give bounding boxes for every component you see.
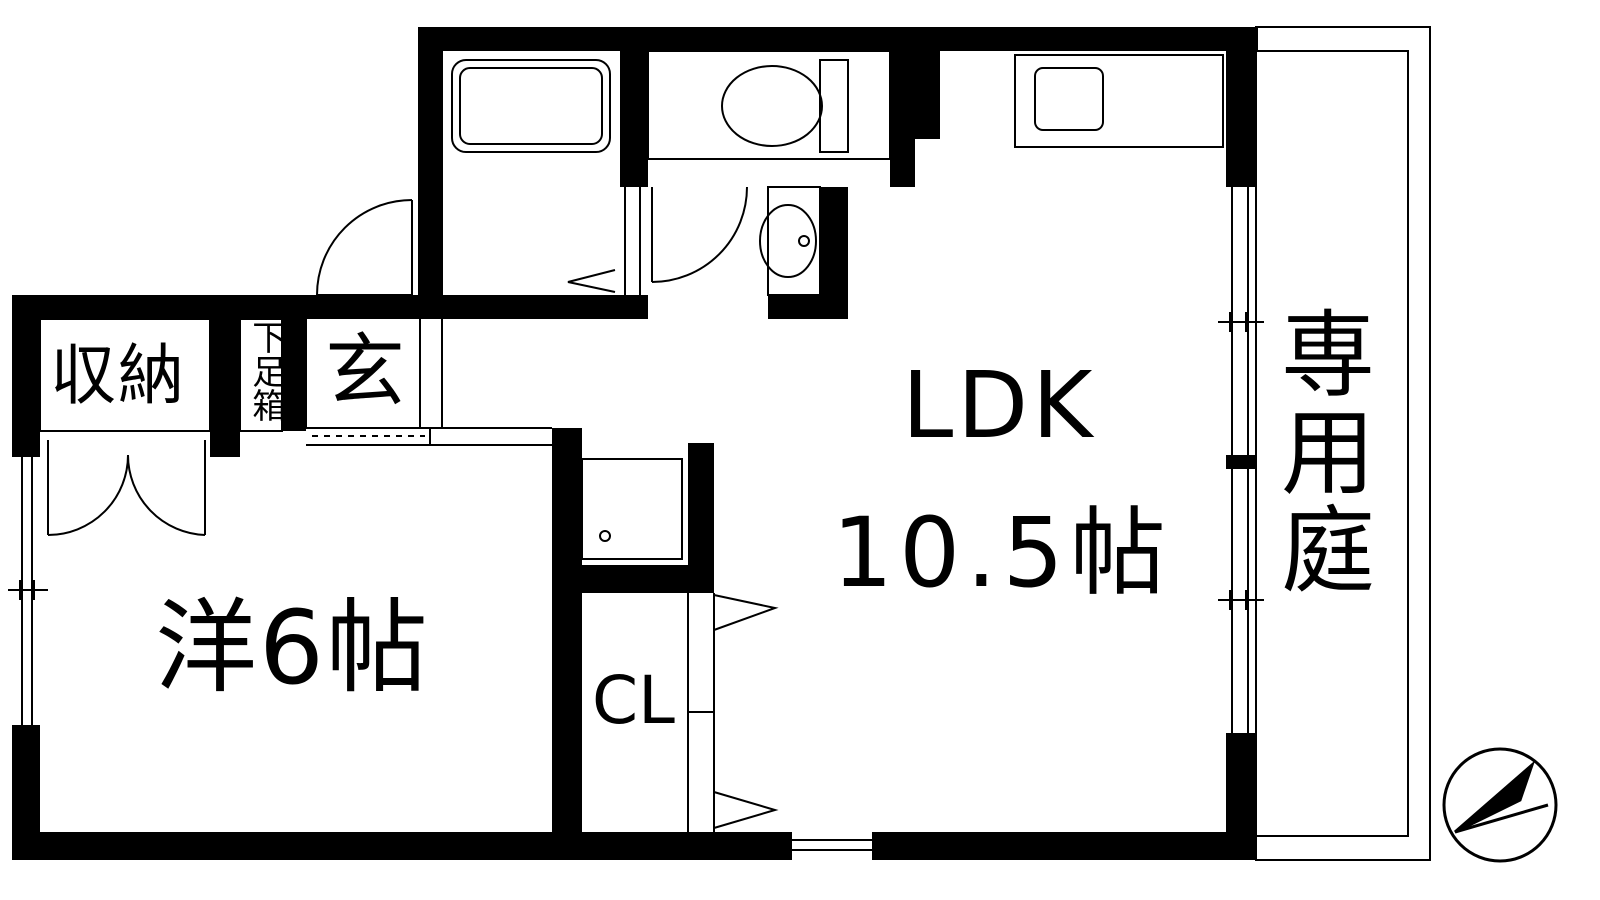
wall-bottom-left bbox=[12, 832, 792, 860]
entry-door-arc bbox=[316, 199, 413, 296]
bath-door-arrow bbox=[567, 269, 616, 293]
wall-left-upper bbox=[12, 295, 40, 457]
washbasin bbox=[759, 204, 817, 278]
room-label-private-garden: 専用庭 bbox=[1265, 305, 1374, 599]
wall-wash-bottom bbox=[768, 295, 848, 319]
wall-bottom-right bbox=[872, 832, 1256, 860]
room-label-storage: 収納 bbox=[50, 337, 186, 414]
wash-cabinet bbox=[767, 186, 821, 296]
walls bbox=[12, 27, 1258, 860]
wall-shoebox-right bbox=[282, 319, 306, 431]
wall-bath-left bbox=[418, 27, 443, 297]
wall-western-right bbox=[552, 428, 582, 832]
room-label-ldk: LDK bbox=[902, 352, 1097, 459]
wall-storage-top bbox=[12, 295, 430, 319]
closet-door-arrow-top bbox=[713, 594, 779, 631]
wall-toilet-pillar bbox=[915, 27, 940, 139]
kitchen-counter bbox=[1014, 54, 1224, 148]
room-label-closet: CL bbox=[592, 662, 675, 739]
fridge-drain bbox=[599, 530, 611, 542]
room-size-ldk: 10.5帖 bbox=[832, 497, 1172, 609]
wall-bath-bottom bbox=[418, 295, 648, 319]
room-label-entrance: 玄 bbox=[325, 325, 405, 418]
compass-needle bbox=[1454, 760, 1536, 834]
compass bbox=[1442, 747, 1558, 863]
wall-closet-pillar bbox=[688, 443, 714, 593]
wall-right-bottom bbox=[1226, 733, 1256, 860]
wall-storage-right bbox=[210, 319, 240, 457]
wall-toilet-right bbox=[890, 27, 915, 187]
compass-circle bbox=[1442, 747, 1558, 863]
washbasin-tap bbox=[798, 235, 810, 247]
wall-right-top bbox=[1226, 27, 1256, 187]
room-label-western: 洋6帖 bbox=[155, 589, 430, 708]
toilet-room bbox=[647, 50, 891, 160]
toilet-bowl bbox=[721, 65, 823, 147]
thin-lines bbox=[8, 26, 1431, 861]
room-label-shoebox: 下足箱 bbox=[245, 320, 286, 422]
fridge-space bbox=[581, 458, 683, 560]
bathtub bbox=[451, 59, 611, 153]
shoebox-outline bbox=[239, 318, 283, 432]
wash-door-arc bbox=[651, 186, 748, 283]
wall-top-left bbox=[418, 27, 1258, 51]
wall-right-mid bbox=[1226, 455, 1256, 469]
kitchen-sink bbox=[1034, 67, 1104, 131]
toilet-tank bbox=[819, 59, 849, 153]
garden-inner bbox=[1255, 50, 1409, 837]
closet-door-arrow-bottom bbox=[713, 791, 779, 829]
wall-bath-divider bbox=[620, 27, 648, 187]
bathtub-inner bbox=[459, 67, 603, 145]
